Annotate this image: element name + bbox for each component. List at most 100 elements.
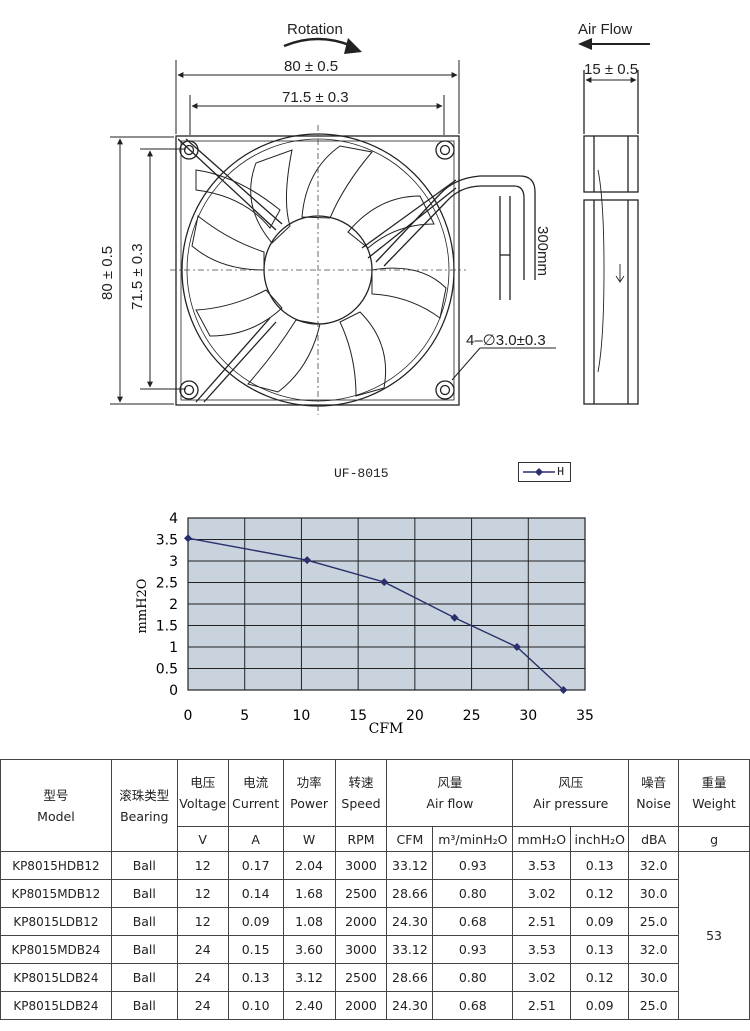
y-tick-label: 3.5 (156, 533, 178, 549)
table-cell: KP8015LDB24 (0, 963, 112, 992)
table-cell: 0.14 (227, 879, 284, 908)
legend-label: H (557, 465, 565, 479)
y-tick-label: 2.5 (156, 576, 178, 592)
x-tick-label: 25 (463, 708, 481, 724)
data-point (559, 686, 568, 694)
y-tick-label: 1 (169, 640, 178, 656)
table-cell: 2.40 (282, 991, 336, 1020)
dim-width-hole: 71.5 ± 0.3 (282, 89, 349, 106)
hole-spec: 4–∅3.0±0.3 (466, 332, 546, 349)
table-cell: 1.08 (282, 907, 336, 936)
data-point (512, 643, 521, 651)
table-cell: 25.0 (628, 907, 680, 936)
unit-cell: g (678, 826, 750, 852)
table-cell: 0.12 (570, 963, 630, 992)
table-cell: 0.09 (570, 907, 630, 936)
unit-cell: V (176, 826, 229, 852)
table-cell: 1.68 (282, 879, 336, 908)
rotation-label: Rotation (287, 21, 343, 38)
table-cell: Ball (110, 963, 178, 992)
table-cell: 33.12 (386, 851, 434, 880)
table-cell: 0.17 (227, 851, 284, 880)
table-cell: 0.13 (570, 935, 630, 964)
table-cell: 28.66 (386, 963, 434, 992)
table-cell: 3.02 (512, 963, 572, 992)
table-cell: 0.80 (432, 963, 514, 992)
airflow-label: Air Flow (578, 21, 632, 38)
cable-length: 300mm (534, 226, 551, 276)
x-tick-label: 10 (293, 708, 311, 724)
weight-cell: 53 (678, 851, 750, 1020)
x-tick-label: 30 (519, 708, 537, 724)
table-cell: 33.12 (386, 935, 434, 964)
table-cell: 3.53 (512, 851, 572, 880)
table-cell: 25.0 (628, 991, 680, 1020)
table-cell: 3.12 (282, 963, 336, 992)
table-cell: 2.51 (512, 991, 572, 1020)
table-cell: 28.66 (386, 879, 434, 908)
unit-cell: m³/minH₂O (432, 826, 514, 852)
unit-cell: dBA (628, 826, 680, 852)
dim-depth: 15 ± 0.5 (584, 61, 638, 78)
table-cell: 0.15 (227, 935, 284, 964)
y-tick-label: 3 (169, 554, 178, 570)
table-cell: 30.0 (628, 879, 680, 908)
table-cell: 30.0 (628, 963, 680, 992)
dim-height-outer: 80 ± 0.5 (99, 246, 116, 300)
y-axis-label: mmH2O (135, 579, 150, 634)
table-cell: KP8015LDB24 (0, 991, 112, 1020)
unit-cell: A (227, 826, 284, 852)
table-cell: 3.60 (282, 935, 336, 964)
table-cell: 2500 (334, 963, 388, 992)
chart-legend: H (518, 462, 571, 482)
table-cell: 3.53 (512, 935, 572, 964)
fan-side-view (583, 70, 639, 405)
table-cell: 2.04 (282, 851, 336, 880)
table-cell: 32.0 (628, 935, 680, 964)
data-point (450, 613, 459, 622)
table-cell: 12 (176, 851, 229, 880)
table-cell: Ball (110, 879, 178, 908)
dim-width-outer: 80 ± 0.5 (284, 58, 338, 75)
table-cell: Ball (110, 935, 178, 964)
x-tick-label: 35 (576, 708, 594, 724)
table-cell: 12 (176, 879, 229, 908)
y-tick-label: 0.5 (156, 662, 178, 678)
unit-cell: RPM (334, 826, 388, 852)
y-tick-label: 4 (169, 511, 178, 527)
unit-cell: W (282, 826, 336, 852)
table-cell: 24 (176, 935, 229, 964)
table-cell: 24 (176, 991, 229, 1020)
x-tick-label: 0 (184, 708, 193, 724)
table-cell: 0.68 (432, 907, 514, 936)
table-cell: 2.51 (512, 907, 572, 936)
table-cell: 24 (176, 963, 229, 992)
chart-title: UF-8015 (334, 466, 389, 481)
table-cell: 24.30 (386, 907, 434, 936)
unit-cell: CFM (386, 826, 434, 852)
fan-front-view (175, 133, 556, 407)
legend-marker (535, 468, 543, 476)
data-point (184, 534, 192, 543)
data-point (303, 556, 312, 565)
unit-cell: inchH₂O (570, 826, 630, 852)
y-tick-label: 1.5 (156, 619, 178, 635)
dim-height-hole: 71.5 ± 0.3 (129, 243, 146, 310)
table-cell: KP8015MDB24 (0, 935, 112, 964)
table-cell: 0.13 (227, 963, 284, 992)
fan-dimension-drawing: Rotation Air Flow 80 ± 0.5 71.5 ± 0.3 15… (99, 21, 650, 415)
table-cell: 0.80 (432, 879, 514, 908)
table-cell: 2500 (334, 879, 388, 908)
